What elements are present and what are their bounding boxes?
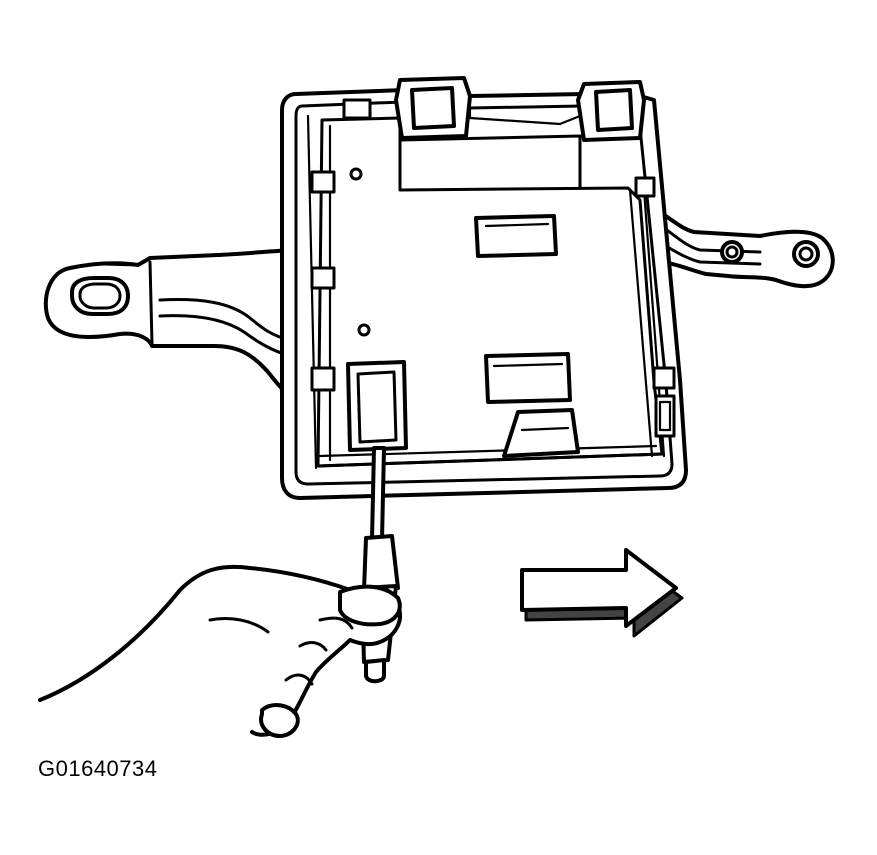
direction-arrow bbox=[520, 548, 684, 638]
floor-hole-upper bbox=[349, 167, 363, 181]
hand bbox=[38, 564, 402, 738]
top-tab-right bbox=[576, 80, 646, 142]
figure-id-label: G01640734 bbox=[38, 756, 158, 781]
release-slot bbox=[346, 360, 408, 452]
top-tab-left bbox=[394, 76, 472, 140]
left-side-clips bbox=[310, 170, 336, 392]
floor-hole-lower bbox=[357, 323, 371, 337]
release-tab bbox=[502, 408, 580, 458]
upper-rect-opening bbox=[474, 214, 558, 258]
lower-rect-opening bbox=[484, 352, 572, 404]
bracket-tray bbox=[280, 88, 688, 500]
right-side-clips bbox=[634, 176, 676, 438]
left-mounting-arm bbox=[43, 248, 294, 397]
corner-clip bbox=[342, 98, 372, 120]
